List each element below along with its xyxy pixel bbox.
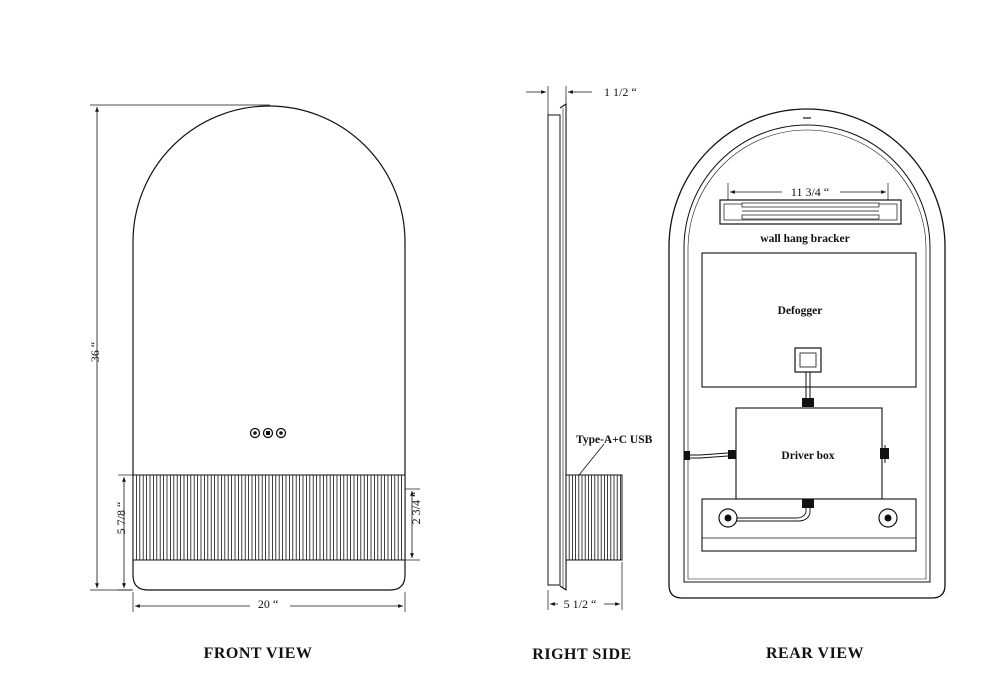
fluted-inner-dimension: 2 3/4 “ (409, 492, 423, 525)
right-side-title: RIGHT SIDE (532, 646, 631, 663)
fluted-lines (135, 475, 406, 560)
right-side-view: 1 1/2 “ Type-A+C USB 5 1/2 “ RIGHT SIDE (526, 85, 653, 663)
rear-outer-frame (668, 108, 946, 599)
depth-top-dimension: 1 1/2 “ (604, 85, 637, 99)
depth-bottom-dimension: 5 1/2 “ (564, 597, 597, 611)
touch-buttons (249, 427, 287, 439)
rear-view: 11 3/4 “ wall hang bracker Defogger Driv… (668, 108, 946, 662)
usb-label: Type-A+C USB (576, 434, 653, 446)
wall-hang-bracket (719, 199, 902, 225)
bracket-width-dimension: 11 3/4 “ (791, 185, 829, 199)
defogger-connector (794, 347, 822, 373)
front-mirror-outline (132, 105, 406, 591)
driver-box-label: Driver box (781, 450, 834, 462)
front-view: 36 “ 5 7/8 “ 2 3/4 “ 20 “ FRONT VIEW (88, 104, 423, 662)
fluted-height-dimension: 5 7/8 “ (114, 502, 128, 535)
driver-box (735, 407, 883, 500)
defogger-label: Defogger (778, 305, 823, 317)
bracket-label: wall hang bracker (760, 233, 849, 245)
rear-view-title: REAR VIEW (766, 645, 864, 662)
width-dimension: 20 “ (258, 597, 278, 611)
front-view-title: FRONT VIEW (204, 645, 313, 662)
side-profile-back (547, 114, 561, 586)
height-dimension: 36 “ (88, 342, 102, 362)
side-fluted-lines (568, 475, 621, 560)
rear-inner-frame (683, 124, 931, 583)
